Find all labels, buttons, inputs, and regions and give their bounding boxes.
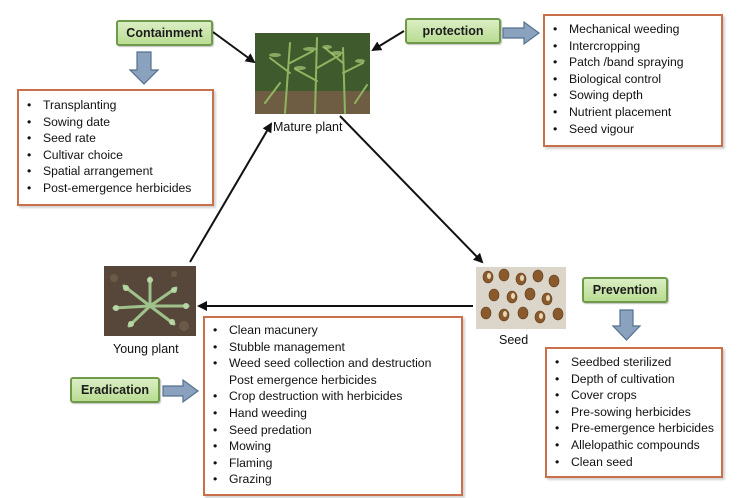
list-item: Post-emergence herbicides — [19, 180, 212, 197]
list-item: Patch /band spraying — [545, 54, 721, 71]
arrow-containment-to-mature — [212, 31, 256, 64]
list-item: Cover crops — [547, 387, 721, 404]
list-item: Hand weeding — [205, 405, 461, 422]
list-item: Intercropping — [545, 38, 721, 55]
list-item: Spatial arrangement — [19, 163, 212, 180]
list-item: Seed rate — [19, 130, 212, 147]
containment-tag: Containment — [116, 20, 213, 46]
protection-list: Mechanical weeding Intercropping Patch /… — [543, 14, 723, 147]
list-item: Biological control — [545, 71, 721, 88]
protection-tag: protection — [405, 18, 501, 44]
block-arrow-eradication-right — [162, 378, 200, 404]
young-plant-label: Young plant — [113, 342, 179, 356]
arrow-protection-to-mature — [371, 30, 405, 52]
list-item: Sowing depth — [545, 87, 721, 104]
list-item: Sowing date — [19, 114, 212, 131]
list-item: Mechanical weeding — [545, 21, 721, 38]
list-item: Clean macunery — [205, 322, 461, 339]
list-item: Allelopathic compounds — [547, 437, 721, 454]
eradication-list: Clean macunery Stubble management Weed s… — [203, 316, 463, 496]
list-item: Clean seed — [547, 454, 721, 471]
list-item: Pre-emergence herbicides — [547, 420, 721, 437]
list-item: Grazing — [205, 471, 461, 488]
list-item: Cultivar choice — [19, 147, 212, 164]
list-item: Depth of cultivation — [547, 371, 721, 388]
block-arrow-containment-down — [128, 51, 160, 85]
block-arrow-protection-right — [502, 20, 541, 46]
list-item: Pre-sowing herbicides — [547, 404, 721, 421]
list-item: Mowing — [205, 438, 461, 455]
seed-label: Seed — [499, 333, 529, 347]
prevention-tag: Prevention — [582, 277, 668, 303]
list-item: Flaming — [205, 455, 461, 472]
seed-photo — [476, 267, 566, 329]
containment-list: Transplanting Sowing date Seed rate Cult… — [17, 89, 214, 206]
mature-plant-label: Mature plant — [273, 120, 343, 134]
list-item: Transplanting — [19, 97, 212, 114]
list-item: Weed seed collection and destruction Pos… — [205, 355, 455, 388]
prevention-list: Seedbed sterilized Depth of cultivation … — [545, 347, 723, 478]
arrow-mature-to-seed — [339, 115, 484, 264]
list-item: Stubble management — [205, 339, 461, 356]
list-item: Crop destruction with herbicides — [205, 388, 461, 405]
list-item: Seedbed sterilized — [547, 354, 721, 371]
list-item: Seed predation — [205, 422, 461, 439]
list-item: Seed vigour — [545, 121, 721, 138]
eradication-tag: Eradication — [70, 377, 160, 403]
mature-plant-photo — [255, 33, 370, 114]
arrow-young-to-mature — [189, 122, 273, 263]
young-plant-photo — [104, 266, 196, 336]
block-arrow-prevention-down — [611, 309, 642, 341]
list-item: Nutrient placement — [545, 104, 721, 121]
